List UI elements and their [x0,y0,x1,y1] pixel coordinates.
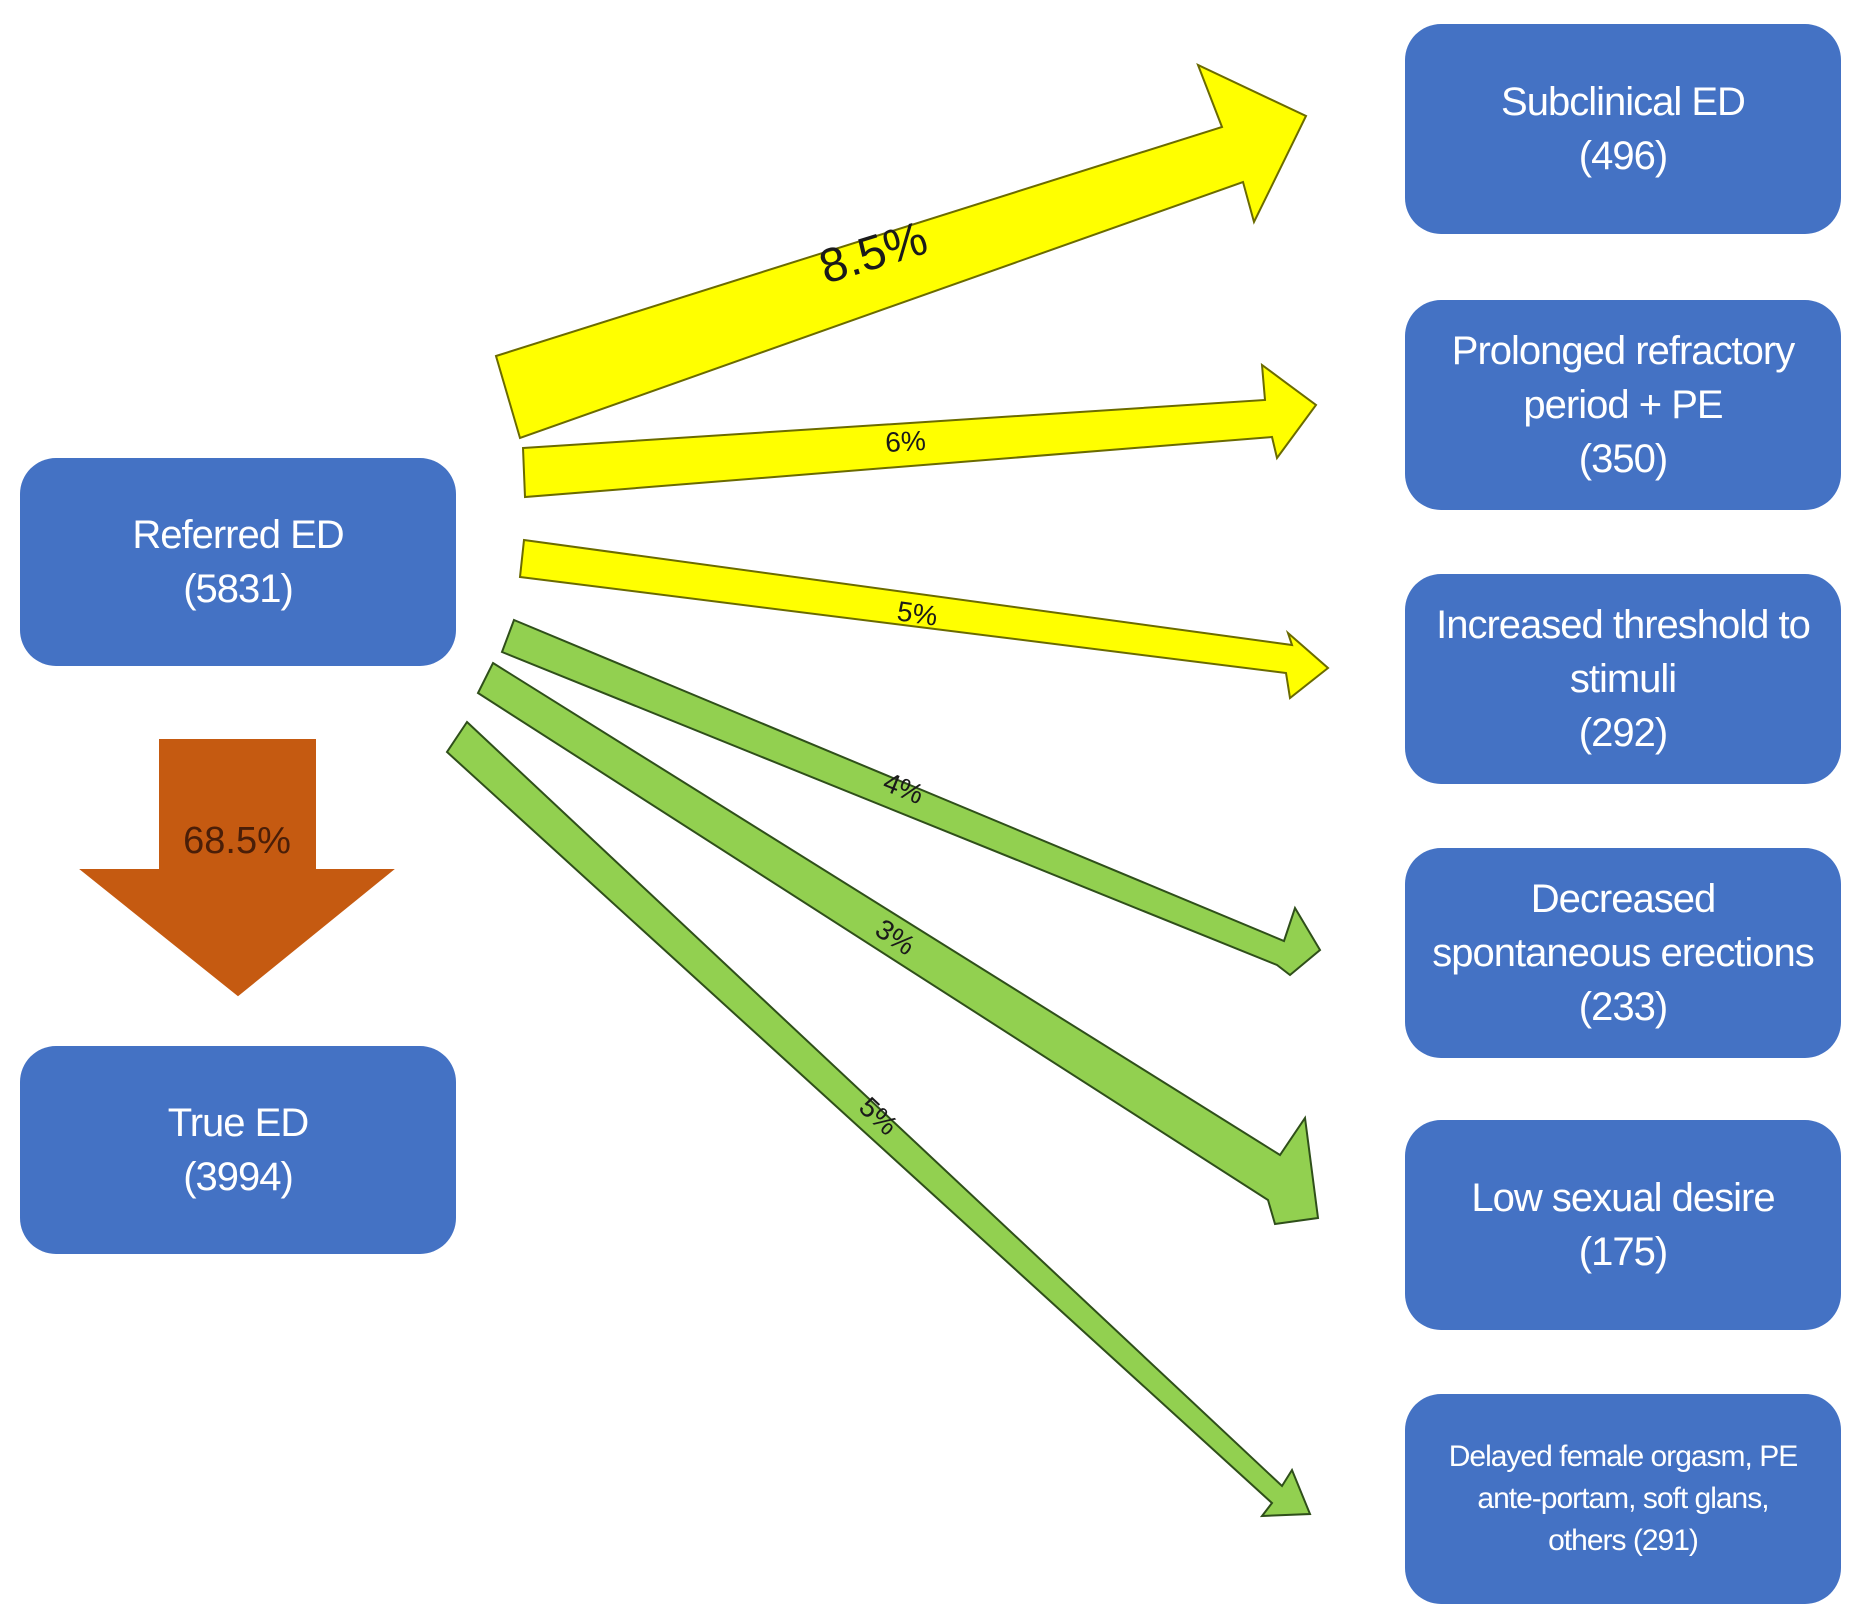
node-decreased-line2: spontaneous erections [1432,931,1814,975]
node-prolonged-refractory: Prolonged refractory period + PE (350) [1405,300,1841,510]
node-threshold-count: (292) [1578,711,1668,755]
node-threshold-line2: stimuli [1569,657,1677,701]
arrow-prolonged: 6% [521,362,1318,499]
label-true-ed-pct: 68.5% [183,820,291,862]
arrow-threshold: 5% [518,538,1330,700]
node-subclinical-ed-count: (496) [1578,134,1668,178]
node-others-line1: Delayed female orgasm, PE [1448,1440,1799,1473]
node-subclinical-ed: Subclinical ED (496) [1405,24,1841,234]
label-threshold-pct: 5% [895,595,939,631]
node-delayed-female-orgasm: Delayed female orgasm, PE ante-portam, s… [1405,1394,1841,1604]
node-low-desire-title: Low sexual desire [1471,1176,1775,1220]
node-decreased-count: (233) [1578,985,1668,1029]
node-low-desire-count: (175) [1578,1230,1668,1274]
node-others-line3: others (291) [1548,1524,1699,1557]
node-subclinical-ed-title: Subclinical ED [1501,80,1746,124]
arrow-true-ed: 68.5% [79,739,395,997]
node-true-ed-count: (3994) [183,1155,294,1199]
label-prolonged-pct: 6% [884,425,926,458]
node-low-sexual-desire: Low sexual desire (175) [1405,1120,1841,1330]
node-others-line2: ante-portam, soft glans, [1477,1482,1769,1515]
node-decreased-line1: Decreased [1530,877,1716,921]
node-prolonged-line2: period + PE [1523,383,1723,427]
node-referred-ed-title: Referred ED [132,513,344,557]
node-increased-threshold: Increased threshold to stimuli (292) [1405,574,1841,784]
node-prolonged-count: (350) [1578,437,1668,481]
arrow-decreased: 4% [500,618,1322,977]
node-decreased-erections: Decreased spontaneous erections (233) [1405,848,1841,1058]
node-prolonged-line1: Prolonged refractory [1451,329,1795,373]
node-referred-ed-count: (5831) [183,567,294,611]
node-true-ed-title: True ED [167,1101,309,1145]
node-threshold-line1: Increased threshold to [1436,603,1811,647]
arrow-subclinical: 8.5% [494,63,1308,440]
node-referred-ed: Referred ED (5831) [20,458,456,666]
node-true-ed: True ED (3994) [20,1046,456,1254]
